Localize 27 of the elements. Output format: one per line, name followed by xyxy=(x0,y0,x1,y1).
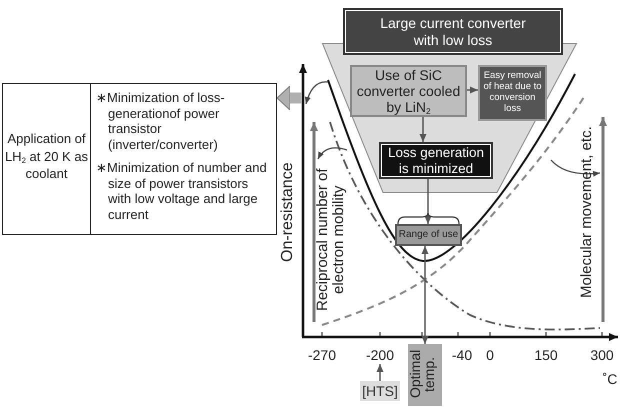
arrow xyxy=(424,179,432,224)
tag-box: [HTS] xyxy=(360,381,400,401)
tick-label: -270 xyxy=(308,347,336,363)
arrow xyxy=(467,86,478,94)
title-box: Large current converter with low loss xyxy=(343,8,563,55)
range-box: Range of use xyxy=(395,224,462,246)
unit-label: ˚C xyxy=(602,371,618,387)
arrow xyxy=(376,364,384,381)
tick-label: -40 xyxy=(452,347,472,363)
process-box: Use of SiC converter cooled by LiN$_{2}$ xyxy=(350,65,467,117)
arrow xyxy=(420,117,426,142)
result-box: Loss generation is minimized xyxy=(379,142,493,179)
note-box: Easy removal of heat due to conversion loss xyxy=(478,65,547,121)
tick-label: -200 xyxy=(362,346,398,364)
tick-label: 0 xyxy=(486,347,494,363)
axis-label: Molecular movement, etc. xyxy=(579,125,595,300)
tick-label: 300 xyxy=(590,347,614,363)
double-arrow xyxy=(422,246,428,344)
axis-label: Reciprocal number of electron mobility xyxy=(315,168,346,314)
tag-box: Optimal temp. xyxy=(408,344,442,406)
info-box xyxy=(2,83,277,235)
block-arrow xyxy=(276,86,302,110)
bullet-text: ∗Minimization of number and size of power transistors with low voltage and large current xyxy=(96,160,268,222)
axis-label: On-resistance xyxy=(280,161,297,264)
heading-text: Application of LH$_{2}$ at 20 K as coolant xyxy=(4,130,89,183)
bullet-text: ∗Minimization of loss-generationof power transistor (inverter/converter) xyxy=(96,90,226,152)
tick-label: 150 xyxy=(534,347,558,363)
